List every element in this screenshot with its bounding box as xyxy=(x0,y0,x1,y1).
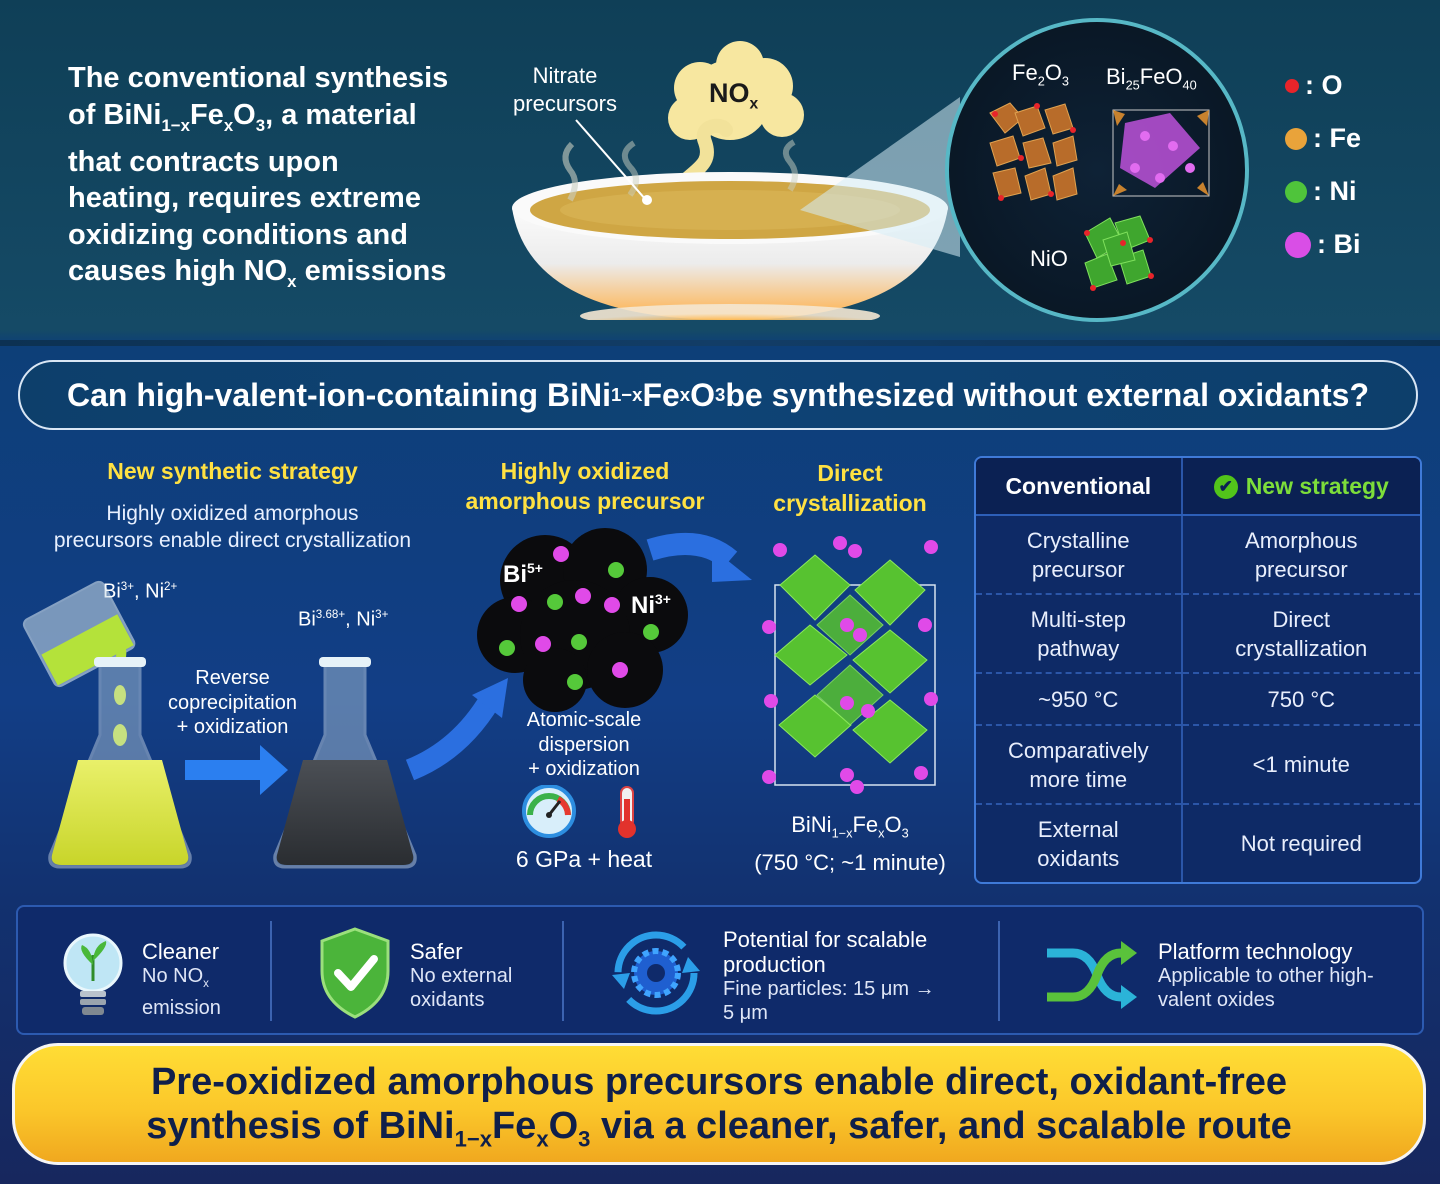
benefit-cleaner: Cleaner No NOx emission xyxy=(58,907,278,1033)
o-dot-icon xyxy=(1285,78,1299,93)
ions-oxidized: Bi3.68+, Ni3+ xyxy=(298,608,389,631)
amorphous-precursor-blob xyxy=(477,528,688,712)
product-conditions: (750 °C; ~1 minute) xyxy=(754,850,946,875)
conclusion-banner: Pre-oxidized amorphous precursors enable… xyxy=(12,1043,1426,1165)
benefit-safer: Safer No external oxidants xyxy=(318,907,558,1033)
atom-legend: : O : Fe : Ni : Bi xyxy=(1285,70,1361,260)
intro-line: that contracts upon xyxy=(68,145,339,178)
conclusion-line2: synthesis of BiNi1−xFexO3 via a cleaner,… xyxy=(146,1105,1292,1152)
pressure-heat-icons xyxy=(522,785,636,838)
fe2o3-label: Fe2O3 xyxy=(1012,60,1069,89)
conclusion-line1: Pre-oxidized amorphous precursors enable… xyxy=(150,1061,1288,1103)
gear-cycle-icon xyxy=(612,931,700,1015)
bi-dot-icon xyxy=(1285,231,1311,258)
cleaner-text: Cleaner No NOx emission xyxy=(142,939,221,1019)
scalable-text: Potential for scalable production Fine p… xyxy=(723,927,935,1024)
divider xyxy=(562,921,564,1021)
legend-bi: : Bi xyxy=(1285,229,1361,260)
intro-line: causes high NOx emissions xyxy=(68,255,447,292)
perovskite-crystal xyxy=(762,536,938,794)
section-divider xyxy=(0,340,1440,346)
check-icon: ✔ xyxy=(1213,475,1238,500)
legend-ni: : Ni xyxy=(1285,176,1361,207)
legend-o: : O xyxy=(1285,70,1361,101)
benefit-scalable: Potential for scalable production Fine p… xyxy=(608,907,988,1033)
thermometer-icon xyxy=(618,786,636,838)
process-arrows xyxy=(405,532,752,780)
nitrate-bowl-illustration xyxy=(512,41,960,320)
intro-line: oxidizing conditions and xyxy=(68,218,408,251)
intro-line: heating, requires extreme xyxy=(68,182,421,215)
shuffle-icon xyxy=(1047,941,1137,1009)
benefits-panel: Cleaner No NOx emission Safer No externa… xyxy=(16,905,1424,1035)
product-formula: BiNi1−xFexO3 xyxy=(791,812,909,841)
nox-cloud-label: NOx xyxy=(709,78,759,113)
strategy-heading: New synthetic strategy xyxy=(107,458,358,484)
lightbulb-icon xyxy=(63,933,123,1015)
crystal-structures-art xyxy=(989,102,1210,291)
pressure-gauge-icon xyxy=(522,785,576,838)
divider xyxy=(998,921,1000,1021)
ni3-label: Ni3+ xyxy=(631,591,671,619)
safer-text: Safer No external oxidants xyxy=(410,939,513,1011)
col-new-strategy: ✔New strategy xyxy=(1181,458,1420,516)
col-conventional: Conventional xyxy=(976,458,1183,516)
legend-fe: : Fe xyxy=(1285,123,1361,154)
bi5-label: Bi5+ xyxy=(503,560,543,588)
intro-text: The conventional synthesis of BiNi1−xFex… xyxy=(68,60,468,301)
benefit-platform: Platform technology Applicable to other … xyxy=(1043,907,1413,1033)
ni-dot-icon xyxy=(1285,180,1307,203)
fe-dot-icon xyxy=(1285,127,1307,150)
shield-check-icon xyxy=(320,927,390,1019)
intro-line: The conventional synthesis xyxy=(68,62,449,94)
intro-line: of BiNi1−xFexO3, a material xyxy=(68,98,417,135)
flasks-illustration xyxy=(22,580,417,869)
divider xyxy=(270,921,272,1021)
platform-text: Platform technology Applicable to other … xyxy=(1158,939,1374,1011)
conditions-label: 6 GPa + heat xyxy=(515,846,653,872)
bi25feo40-label: Bi25FeO40 xyxy=(1106,64,1197,93)
nio-label: NiO xyxy=(1030,246,1068,271)
